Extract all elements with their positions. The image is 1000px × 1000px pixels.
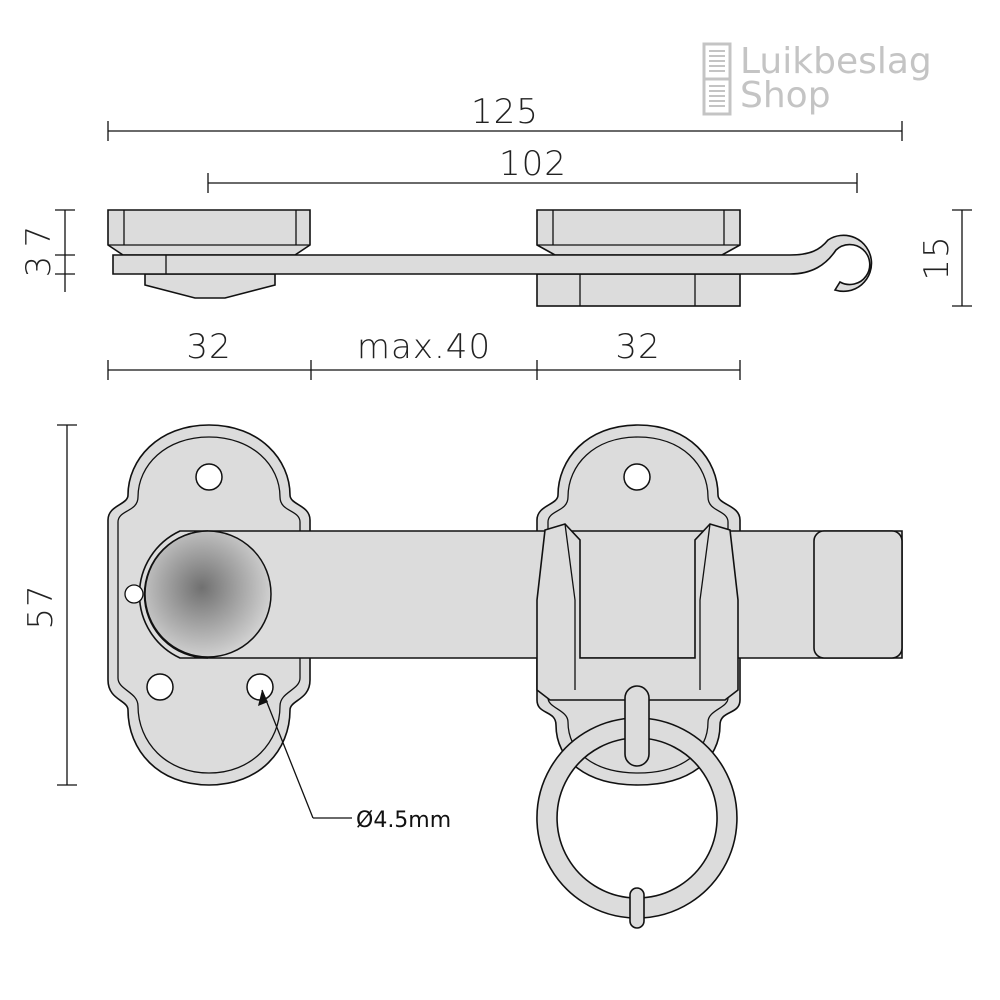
screw-hole [195, 463, 223, 491]
dim-widths: 32 max.40 32 [107, 327, 741, 380]
screw-hole [623, 463, 651, 491]
dim-right-width: 32 [615, 327, 660, 367]
dim-plate-height-label: 57 [21, 584, 61, 629]
dim-hole-spacing: 102 [207, 144, 858, 193]
knob[interactable] [144, 530, 272, 658]
logo-line1: Luikbeslag [740, 41, 932, 82]
dim-left-width: 32 [186, 327, 231, 367]
logo-line2: Shop [740, 75, 831, 116]
bolt-bar [124, 530, 903, 659]
ring-handle[interactable] [536, 685, 738, 929]
side-view [107, 209, 873, 307]
dim-thickness: 7 3 [19, 209, 75, 292]
dim-plate-height: 57 [21, 424, 77, 786]
shutter-icon [702, 42, 732, 116]
hole-callout: Ø4.5mm [258, 689, 451, 833]
dim-overall: 125 [107, 92, 903, 141]
dim-thickness-bottom: 3 [19, 255, 59, 278]
brand-logo: Luikbeslag Shop [702, 42, 932, 116]
screw-hole [246, 673, 274, 701]
dim-hook: 15 [917, 209, 972, 307]
staple [536, 523, 739, 701]
dim-gap: max.40 [357, 327, 491, 367]
dim-hook-label: 15 [917, 235, 957, 280]
hole-diameter-label: Ø4.5mm [356, 808, 451, 833]
screw-hole [146, 673, 174, 701]
dim-hole-spacing-label: 102 [499, 144, 567, 184]
dim-thickness-top: 7 [19, 225, 59, 248]
dim-overall-label: 125 [471, 92, 539, 132]
